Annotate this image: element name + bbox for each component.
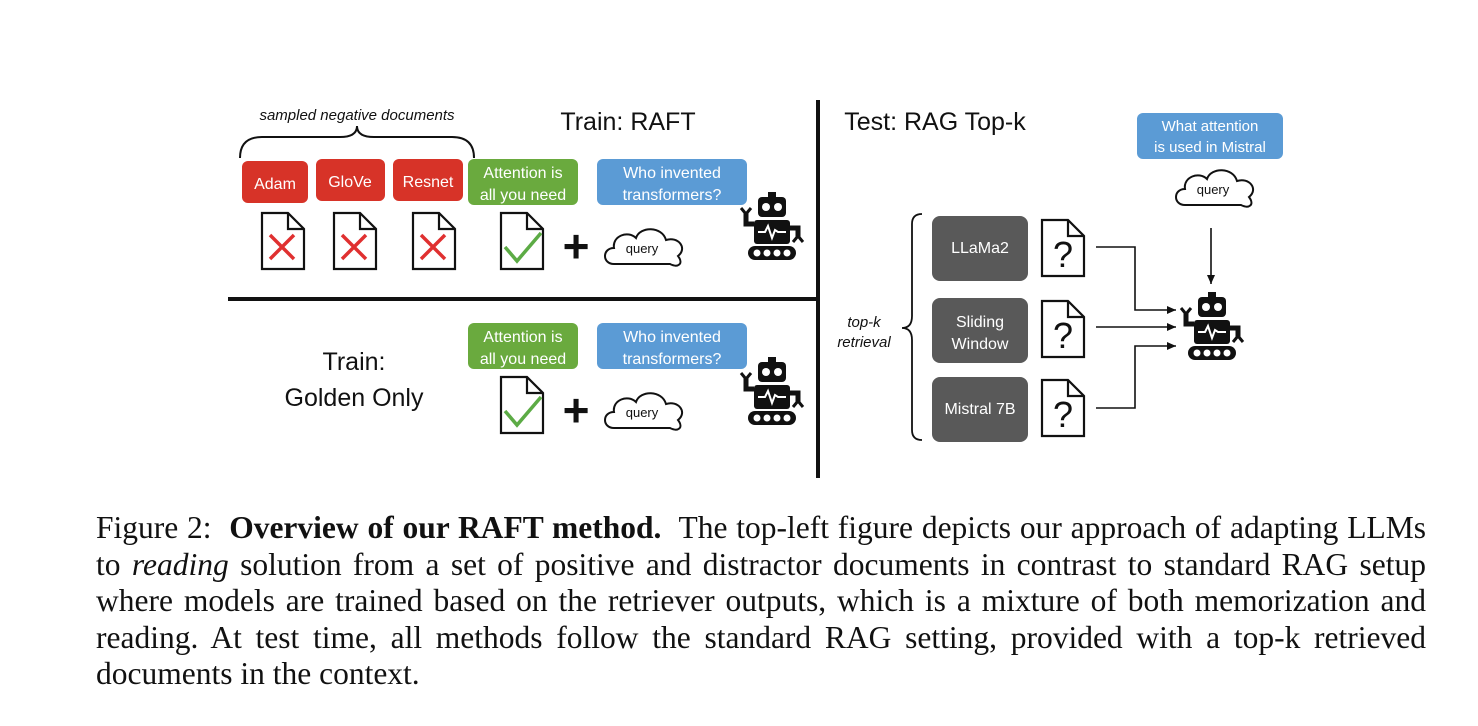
test-title: Test: RAG Top-k — [844, 108, 1026, 136]
svg-text:?: ? — [1053, 394, 1073, 435]
negatives-brace-label: sampled negative documents — [259, 107, 455, 124]
negative-box-resnet — [393, 159, 463, 201]
document-question-icon: ? — [1040, 299, 1086, 359]
document-question-icon: ? — [1040, 218, 1086, 278]
document-x-icon — [411, 211, 457, 271]
retrieved-box-llama2 — [932, 216, 1028, 281]
question-box-golden-only — [597, 323, 747, 369]
question-box-test — [1137, 113, 1283, 159]
robot-icon — [741, 357, 803, 425]
caption-text-2: solution from a set of positive and dist… — [96, 546, 1427, 692]
document-x-icon — [332, 211, 378, 271]
svg-text:query: query — [626, 241, 659, 256]
document-x-icon — [260, 211, 306, 271]
svg-text:query: query — [1197, 182, 1230, 197]
svg-text:?: ? — [1053, 315, 1073, 356]
document-question-icon: ? — [1040, 378, 1086, 438]
svg-text:query: query — [626, 405, 659, 420]
negative-box-glove — [316, 159, 385, 201]
golden-box-golden-only — [468, 323, 578, 369]
retrieval-arrow-bottom — [1096, 342, 1176, 409]
negatives-brace — [239, 125, 475, 159]
retrieved-label-llama2: LLaMa2 — [951, 240, 1009, 257]
golden-only-title-line1: Train: — [323, 348, 386, 376]
raft-title: Train: RAFT — [560, 108, 695, 136]
raft-panel: Train: RAFT sampled negative documents A… — [239, 107, 803, 272]
retrieved-box-mistral-7b — [932, 377, 1028, 442]
svg-text:?: ? — [1053, 234, 1073, 275]
retrieval-arrow-top — [1096, 246, 1176, 314]
plus-icon: + — [563, 220, 590, 272]
plus-icon: + — [563, 384, 590, 436]
robot-icon — [741, 192, 803, 260]
query-cloud-icon: query — [604, 392, 684, 431]
retrieval-label-line1: top-k — [847, 314, 882, 331]
question-box-raft — [597, 159, 747, 205]
document-check-icon — [499, 375, 545, 435]
negative-label-adam: Adam — [254, 176, 296, 193]
negative-box-adam — [242, 161, 308, 203]
golden-box-raft — [468, 159, 578, 205]
caption-bold-title: Overview of our RAFT method. — [229, 510, 662, 545]
negative-label-glove: GloVe — [328, 174, 372, 191]
figure-caption: Figure 2: Overview of our RAFT method. T… — [96, 510, 1426, 693]
caption-prefix: Figure 2: — [96, 510, 212, 545]
query-cloud-icon: query — [604, 228, 684, 267]
negative-label-resnet: Resnet — [403, 174, 454, 191]
robot-icon — [1181, 292, 1243, 360]
golden-only-title-line2: Golden Only — [285, 384, 424, 412]
retrieval-bracket — [901, 213, 923, 441]
caption-italic: reading — [131, 546, 229, 582]
retrieved-label-mistral-7b: Mistral 7B — [944, 401, 1015, 418]
query-cloud-icon: query — [1175, 169, 1255, 208]
caption-text-1: The top-left figure depicts our approach… — [96, 510, 1427, 582]
retrieved-box-sliding-window — [932, 298, 1028, 363]
document-check-icon — [499, 211, 545, 271]
raft-overview-figure: Train: RAFT sampled negative documents A… — [228, 100, 1283, 478]
retrieval-label-line2: retrieval — [837, 334, 891, 351]
